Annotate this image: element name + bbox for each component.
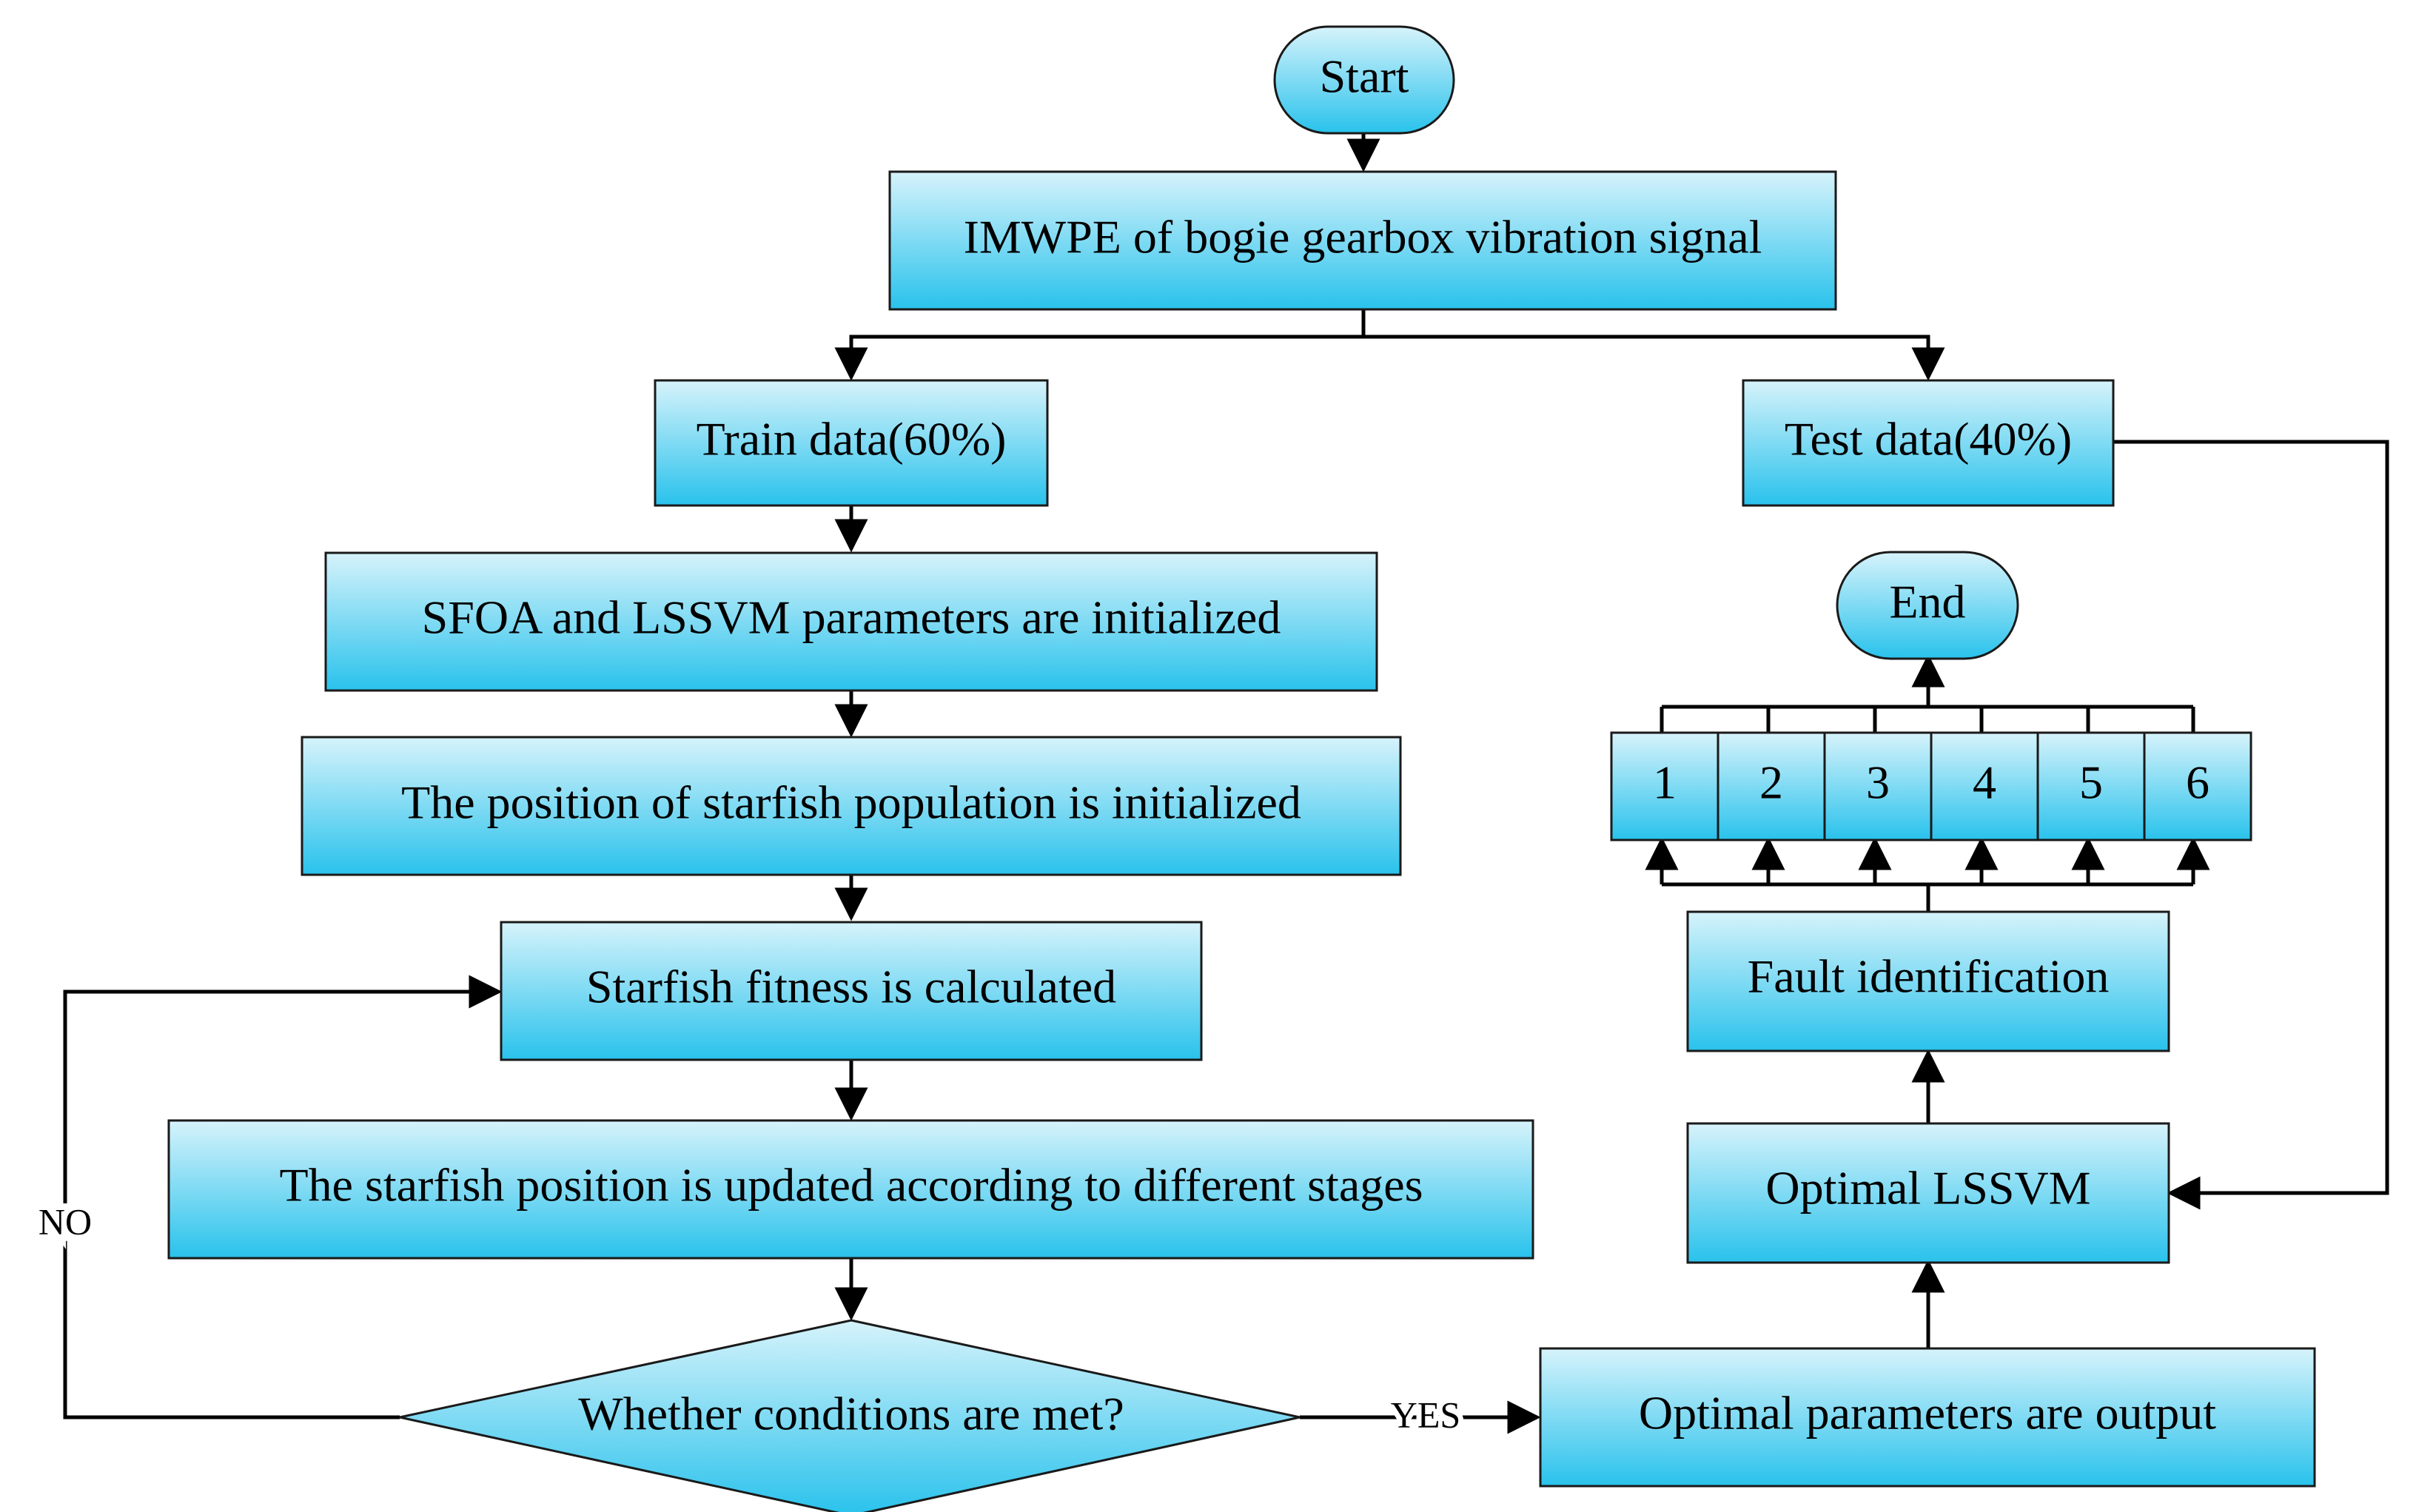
start-node: Start — [1273, 25, 1455, 135]
update-label: The starfish position is updated accordi… — [279, 1159, 1423, 1212]
end-label: End — [1889, 576, 1965, 628]
connectors — [63, 133, 2389, 1434]
imwpe-node: IMWPE of bogie gearbox vibration signal — [888, 170, 1837, 311]
test-data-label: Test data(40%) — [1785, 413, 2072, 466]
class-label-4: 4 — [1973, 756, 1996, 809]
optimal-params-node: Optimal parameters are output — [1539, 1347, 2316, 1488]
no-label: NO — [38, 1200, 92, 1242]
init-pos-label: The position of starfish population is i… — [401, 776, 1301, 829]
class-label-3: 3 — [1866, 756, 1890, 809]
class-label-6: 6 — [2186, 756, 2209, 809]
init-pos-node: The position of starfish population is i… — [301, 736, 1402, 876]
test-data-node: Test data(40%) — [1742, 379, 2115, 507]
class-box-1: 1 — [1610, 731, 1719, 841]
class-box-3: 3 — [1823, 731, 1933, 841]
yes-label: YES — [1391, 1394, 1460, 1435]
arrow-test-to-lssvm — [2113, 440, 2389, 1210]
class-box-6: 6 — [2143, 731, 2252, 841]
fitness-label: Starfish fitness is calculated — [586, 961, 1116, 1013]
init-params-label: SFOA and LSSVM parameters are initialize… — [422, 591, 1281, 644]
imwpe-label: IMWPE of bogie gearbox vibration signal — [964, 211, 1762, 263]
init-params-node: SFOA and LSSVM parameters are initialize… — [324, 551, 1378, 692]
decision-label: Whether conditions are met? — [578, 1388, 1124, 1440]
class-label-5: 5 — [2079, 756, 2103, 809]
optimal-params-label: Optimal parameters are output — [1639, 1387, 2216, 1439]
arrow-imwpe-to-train — [834, 309, 1366, 381]
start-label: Start — [1320, 50, 1409, 103]
class-box-5: 5 — [2036, 731, 2146, 841]
fault-id-node: Fault identification — [1686, 910, 2170, 1052]
class-label-2: 2 — [1759, 756, 1783, 809]
fitness-node: Starfish fitness is calculated — [500, 921, 1203, 1061]
arrow-no-loop — [63, 975, 503, 1419]
class-box-2: 2 — [1717, 731, 1826, 841]
train-data-label: Train data(60%) — [697, 413, 1007, 466]
class-label-1: 1 — [1653, 756, 1677, 809]
end-node: End — [1836, 551, 2019, 660]
update-node: The starfish position is updated accordi… — [167, 1119, 1534, 1260]
arrow-imwpe-to-test — [1363, 335, 1945, 381]
train-data-node: Train data(60%) — [654, 379, 1049, 507]
fault-id-label: Fault identification — [1748, 950, 2110, 1003]
optimal-lssvm-node: Optimal LSSVM — [1686, 1122, 2170, 1264]
optimal-lssvm-label: Optimal LSSVM — [1765, 1162, 2090, 1214]
class-boxes: 1 2 3 4 5 6 — [1610, 731, 2252, 841]
decision-node: Whether conditions are met? — [399, 1319, 1301, 1512]
class-box-4: 4 — [1930, 731, 2039, 841]
